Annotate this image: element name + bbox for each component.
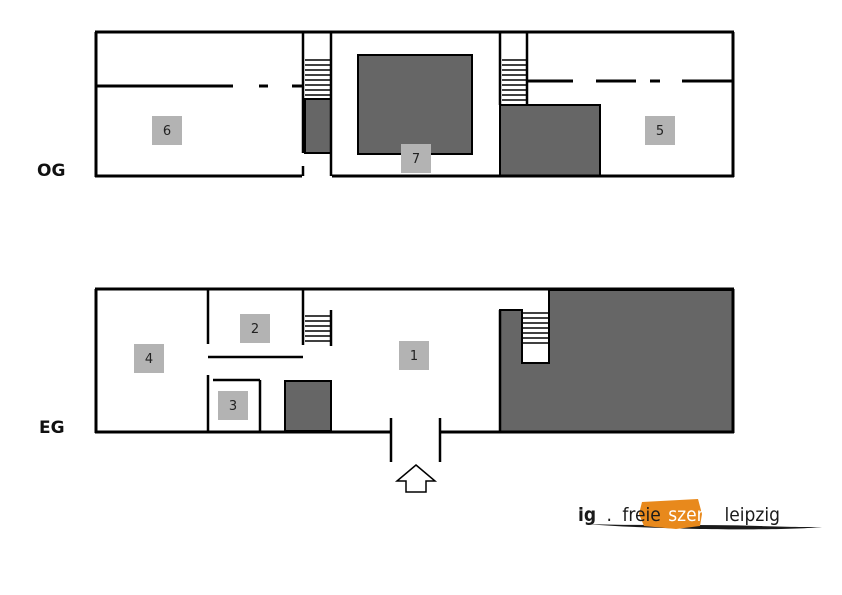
room-1[interactable]: 1: [399, 341, 429, 370]
stairs-icon: [305, 315, 330, 342]
stairs-icon: [523, 312, 548, 344]
logo-prefix: ig: [578, 504, 596, 526]
stairs-icon: [502, 59, 526, 101]
logo-word-freie: freie: [622, 504, 660, 526]
entrance-arrow-icon[interactable]: [394, 464, 438, 493]
upper-floor: 6 7 5 OG: [37, 30, 735, 181]
room-6[interactable]: 6: [152, 116, 182, 145]
room-number: 5: [656, 124, 664, 139]
floor-label-eg: EG: [39, 418, 65, 438]
blocked-area: [284, 380, 332, 432]
logo-wordmark: ig . freie szene leipzig: [578, 504, 780, 526]
room-4[interactable]: 4: [134, 344, 164, 373]
logo: ig . freie szene leipzig: [578, 499, 822, 530]
room-2[interactable]: 2: [240, 314, 270, 343]
interior-walls: [206, 289, 502, 432]
logo-word-leipzig: leipzig: [724, 504, 779, 526]
logo-word-szene: szene: [668, 504, 718, 526]
stairs-icon: [305, 59, 330, 96]
partition-lines: [96, 79, 733, 88]
room-number: 3: [229, 399, 237, 414]
room-number: 7: [412, 152, 420, 167]
blocked-area: [499, 289, 734, 433]
room-7[interactable]: 7: [401, 144, 431, 173]
blocked-area: [304, 98, 332, 154]
room-5[interactable]: 5: [645, 116, 675, 145]
ground-floor: 4 2 1 3 EG: [39, 287, 735, 493]
logo-highlight-brush: [639, 499, 702, 529]
blocked-area: [357, 54, 473, 155]
room-3[interactable]: 3: [218, 391, 248, 420]
floor-label-og: OG: [37, 161, 65, 181]
room-number: 4: [145, 352, 153, 367]
outer-walls: [94, 287, 735, 434]
outer-walls: [94, 30, 735, 178]
entrance-passage: [389, 418, 442, 462]
room-number: 2: [251, 322, 259, 337]
room-number: 1: [410, 349, 418, 364]
room-number: 6: [163, 124, 171, 139]
blocked-area: [499, 104, 601, 177]
interior-walls: [301, 32, 529, 176]
logo-separator: .: [607, 504, 612, 526]
